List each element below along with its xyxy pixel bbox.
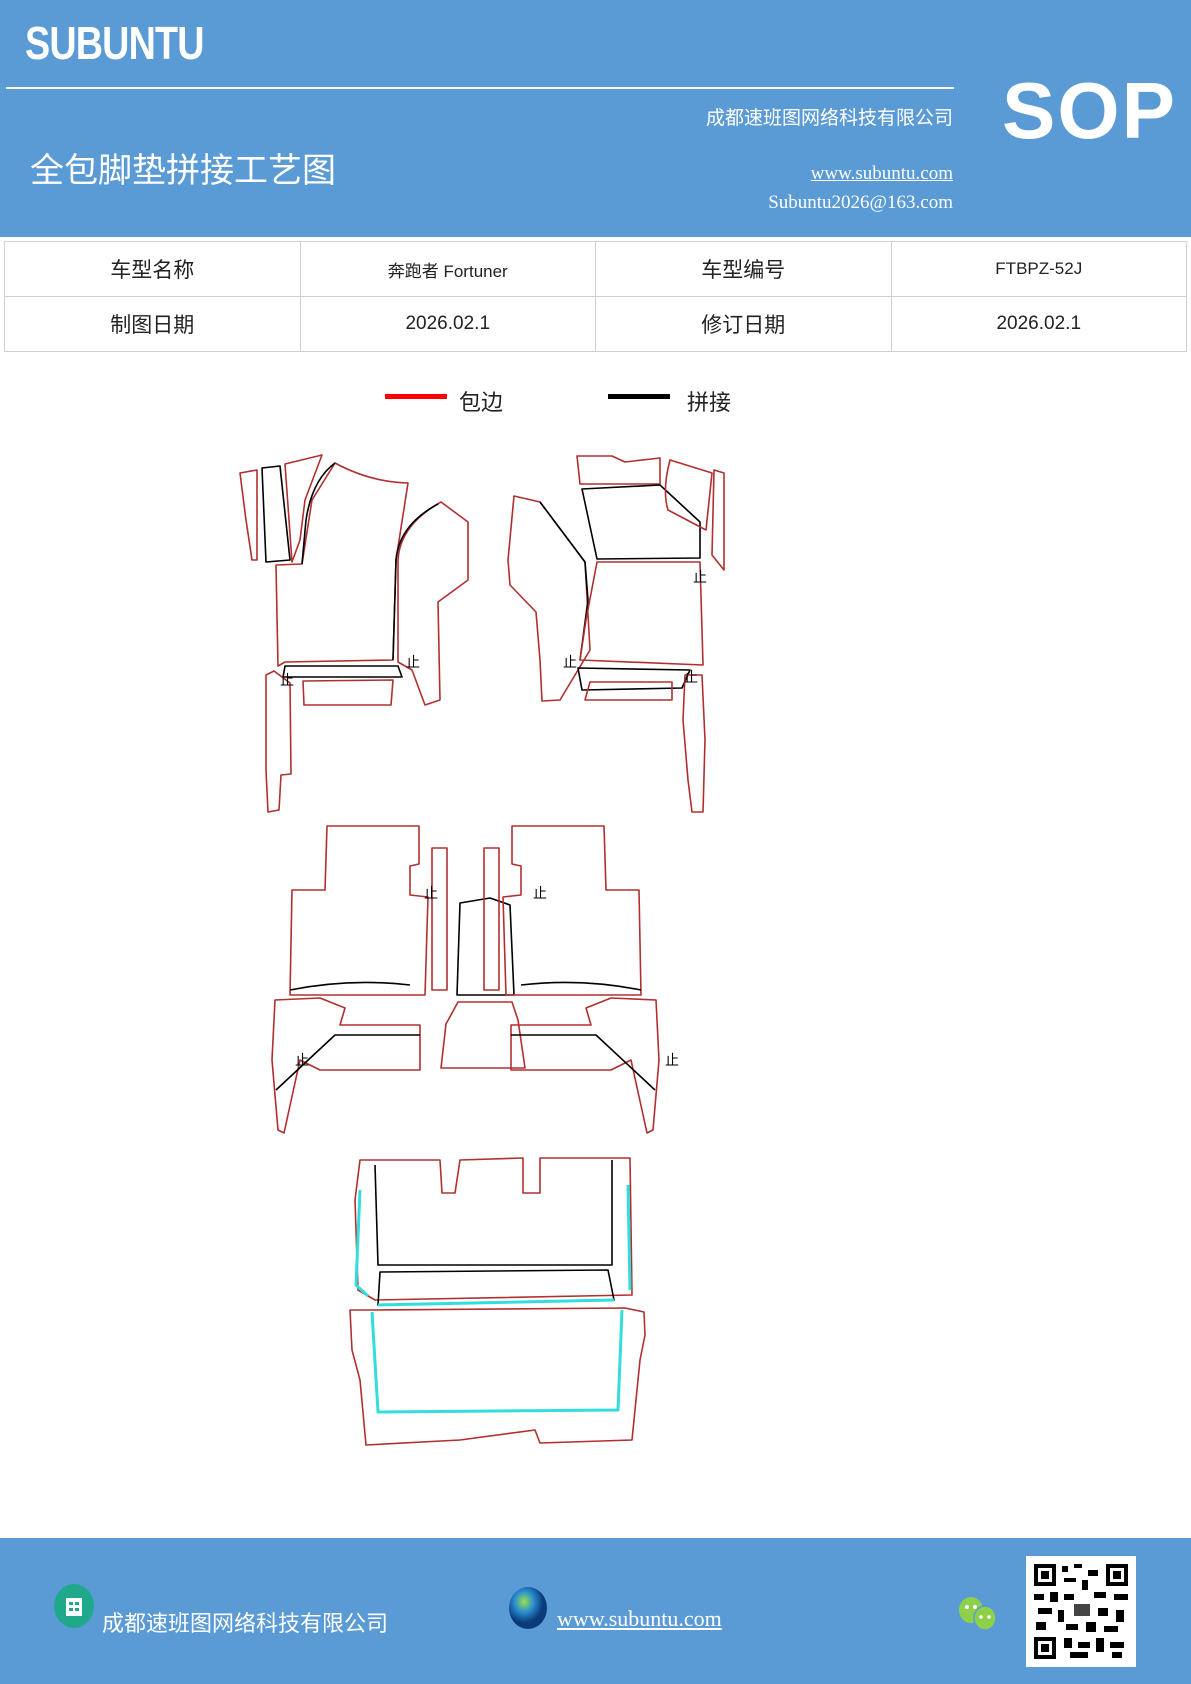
mat-piece bbox=[392, 503, 439, 661]
mat-piece bbox=[265, 670, 292, 813]
legend-label-edge: 包边 bbox=[459, 391, 504, 416]
stop-mark: 止 bbox=[563, 655, 577, 671]
mat-piece bbox=[483, 847, 500, 991]
mat-piece bbox=[581, 484, 701, 560]
mat-piece bbox=[271, 997, 421, 1134]
label-model-name: 车型名称 bbox=[4, 241, 301, 297]
cyan-edge bbox=[377, 1298, 615, 1307]
mat-piece bbox=[302, 679, 394, 706]
mat-piece bbox=[584, 681, 673, 701]
header-divider bbox=[6, 87, 954, 89]
mat-piece bbox=[431, 847, 448, 991]
stop-mark: 止 bbox=[280, 673, 294, 689]
page-title: 全包脚垫拼接工艺图 bbox=[30, 151, 336, 191]
mat-piece bbox=[539, 501, 589, 661]
mat-piece bbox=[440, 1001, 526, 1069]
mat-piece bbox=[275, 462, 409, 667]
qr-code-pattern bbox=[1034, 1564, 1128, 1659]
company-name: 成都速班图网络科技有限公司 bbox=[705, 107, 953, 129]
wechat-icon bbox=[959, 1597, 997, 1631]
globe-icon bbox=[509, 1587, 547, 1629]
stop-mark: 止 bbox=[295, 1053, 309, 1069]
stop-mark: 止 bbox=[424, 886, 438, 902]
mat-piece bbox=[289, 825, 429, 996]
mat-piece bbox=[577, 667, 691, 691]
sop-badge: SOP bbox=[1002, 66, 1177, 155]
front-left-group bbox=[239, 454, 469, 813]
mat-piece bbox=[282, 665, 403, 678]
mat-piece bbox=[349, 1307, 646, 1446]
stop-marks: 止 止 止 止 止 止 止 止 止 bbox=[280, 570, 707, 1069]
info-table: 车型名称 奔跑者 Fortuner 车型编号 FTBPZ-52J 制图日期 20… bbox=[4, 241, 1187, 352]
mat-piece bbox=[682, 674, 706, 813]
table-row: 制图日期 2026.02.1 修订日期 2026.02.1 bbox=[4, 296, 1187, 352]
middle-group bbox=[271, 825, 660, 1134]
mat-piece bbox=[397, 501, 469, 706]
rear-group bbox=[349, 1157, 646, 1446]
footer-website-link[interactable]: www.subuntu.com bbox=[557, 1606, 722, 1631]
building-icon bbox=[54, 1584, 94, 1628]
mat-piece bbox=[284, 454, 323, 563]
mat-piece bbox=[289, 981, 411, 991]
value-model-name: 奔跑者 Fortuner bbox=[299, 241, 596, 297]
mat-piece bbox=[301, 462, 336, 565]
value-revision-date: 2026.02.1 bbox=[890, 296, 1187, 352]
label-draw-date: 制图日期 bbox=[4, 296, 301, 352]
mat-piece bbox=[579, 561, 704, 666]
mat-piece bbox=[502, 825, 642, 996]
mat-piece bbox=[374, 1160, 613, 1266]
header: SUBUNTU 成都速班图网络科技有限公司 全包脚垫拼接工艺图 www.subu… bbox=[0, 0, 1191, 237]
website-link[interactable]: www.subuntu.com bbox=[810, 163, 953, 184]
mat-piece bbox=[261, 465, 291, 563]
mat-piece bbox=[711, 469, 725, 571]
cyan-edge bbox=[354, 1184, 632, 1298]
footer-company: 成都速班图网络科技有限公司 bbox=[102, 1612, 389, 1637]
stop-mark: 止 bbox=[665, 1053, 679, 1069]
qr-code bbox=[1026, 1556, 1136, 1667]
brand-logo: SUBUNTU bbox=[25, 17, 204, 69]
stop-mark: 止 bbox=[693, 570, 707, 586]
mat-piece bbox=[275, 1034, 420, 1091]
mat-piece bbox=[456, 897, 515, 996]
legend-swatch-seam bbox=[608, 394, 670, 399]
mat-piece bbox=[576, 455, 661, 485]
mat-piece bbox=[239, 469, 258, 561]
stop-mark: 止 bbox=[684, 670, 698, 686]
mat-piece bbox=[520, 981, 642, 991]
email: Subuntu2026@163.com bbox=[768, 192, 953, 213]
mat-piece bbox=[354, 1157, 633, 1301]
cyan-edge bbox=[370, 1309, 624, 1414]
label-revision-date: 修订日期 bbox=[595, 296, 892, 352]
legend-swatch-edge bbox=[385, 394, 447, 399]
footer: 成都速班图网络科技有限公司 www.subuntu.com bbox=[0, 1538, 1191, 1684]
label-model-code: 车型编号 bbox=[595, 241, 892, 297]
stop-mark: 止 bbox=[406, 655, 420, 671]
legend-label-seam: 拼接 bbox=[687, 391, 732, 416]
stop-mark: 止 bbox=[533, 886, 547, 902]
front-right-group bbox=[507, 455, 725, 813]
mat-piece bbox=[664, 459, 713, 531]
mat-piece bbox=[510, 997, 660, 1134]
mat-piece bbox=[511, 1034, 656, 1091]
value-draw-date: 2026.02.1 bbox=[299, 296, 596, 352]
